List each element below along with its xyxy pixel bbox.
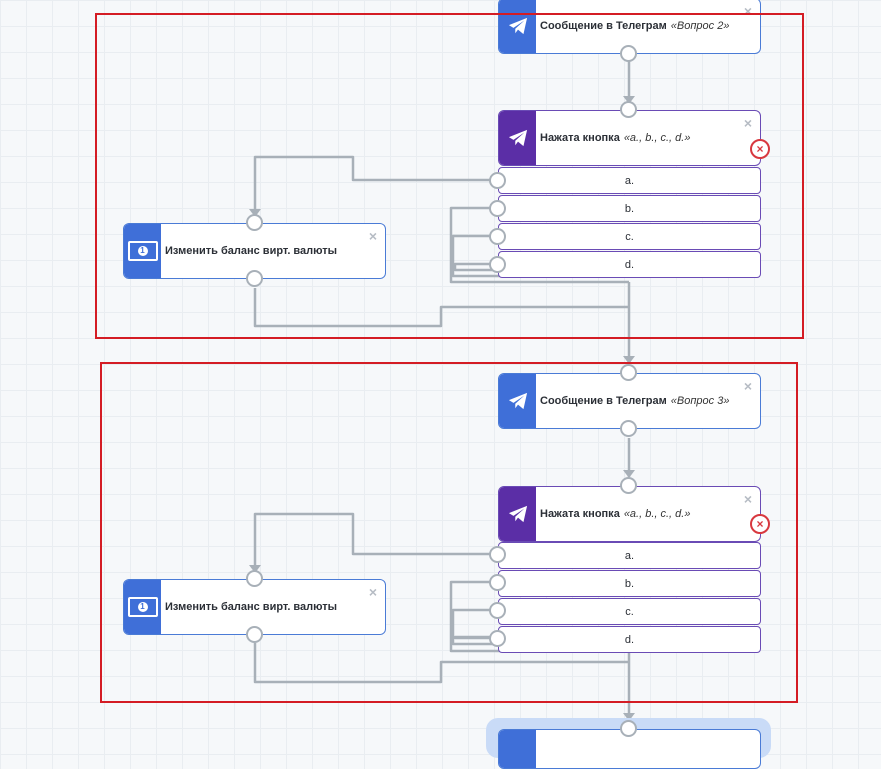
- port-input-buttons-2[interactable]: [620, 477, 637, 494]
- close-icon[interactable]: ×: [743, 378, 752, 394]
- port-option-b[interactable]: [489, 574, 506, 591]
- node-title: Нажата кнопка «a., b., c., d.»: [540, 111, 738, 165]
- telegram-stripe: [499, 487, 536, 541]
- port-option-d[interactable]: [489, 630, 506, 647]
- port-input-next[interactable]: [620, 720, 637, 737]
- coin-symbol: 1: [137, 602, 148, 612]
- money-bill-icon: 1: [127, 597, 158, 617]
- node-title-text: Сообщение в Телеграм: [540, 395, 667, 407]
- button-option-c[interactable]: c.: [498, 223, 761, 250]
- wire-balance-to-msg3: [253, 288, 629, 328]
- node-subtitle: «a., b., c., d.»: [623, 508, 691, 520]
- error-circle-icon[interactable]: ×: [750, 139, 770, 159]
- button-option-d[interactable]: d.: [498, 626, 761, 653]
- node-subtitle: «a., b., c., d.»: [623, 132, 691, 144]
- coin-symbol: 1: [137, 246, 148, 256]
- port-input-buttons-1[interactable]: [620, 101, 637, 118]
- close-icon[interactable]: ×: [743, 3, 752, 19]
- telegram-stripe: [499, 111, 536, 165]
- port-input-msg3[interactable]: [620, 364, 637, 381]
- port-option-d[interactable]: [489, 256, 506, 273]
- telegram-stripe: [499, 0, 536, 53]
- node-button-pressed-2[interactable]: Нажата кнопка «a., b., c., d.» ×: [498, 486, 761, 542]
- port-output-msg2[interactable]: [620, 45, 637, 62]
- node-title-text: Изменить баланс вирт. валюты: [165, 601, 338, 613]
- node-button-pressed-1[interactable]: Нажата кнопка «a., b., c., d.» ×: [498, 110, 761, 166]
- arrow-head: [623, 356, 635, 364]
- telegram-plane-icon: [508, 129, 527, 147]
- node-subtitle: «Вопрос 2»: [670, 20, 730, 32]
- button-option-b[interactable]: b.: [498, 570, 761, 597]
- close-icon[interactable]: ×: [743, 115, 752, 131]
- node-telegram-message-3[interactable]: Сообщение в Телеграм «Вопрос 3» ×: [498, 373, 761, 429]
- port-option-a[interactable]: [489, 172, 506, 189]
- wire-option-a-to-balance: [253, 155, 498, 214]
- close-icon[interactable]: ×: [368, 584, 377, 600]
- balance-stripe: 1: [124, 580, 161, 634]
- port-option-c[interactable]: [489, 602, 506, 619]
- telegram-plane-icon: [508, 17, 527, 35]
- button-option-d[interactable]: d.: [498, 251, 761, 278]
- node-title-text: Сообщение в Телеграм: [540, 20, 667, 32]
- money-bill-icon: 1: [127, 241, 158, 261]
- close-icon[interactable]: ×: [743, 491, 752, 507]
- port-output-balance-1[interactable]: [246, 270, 263, 287]
- port-input-balance-2[interactable]: [246, 570, 263, 587]
- error-circle-icon[interactable]: ×: [750, 514, 770, 534]
- port-output-msg3[interactable]: [620, 420, 637, 437]
- node-title: Изменить баланс вирт. валюты: [165, 224, 363, 278]
- telegram-stripe: [499, 374, 536, 428]
- port-option-b[interactable]: [489, 200, 506, 217]
- button-option-b[interactable]: b.: [498, 195, 761, 222]
- node-title: Нажата кнопка «a., b., c., d.»: [540, 487, 738, 541]
- node-title: Сообщение в Телеграм «Вопрос 2»: [540, 0, 738, 53]
- balance-stripe: 1: [124, 224, 161, 278]
- button-option-a[interactable]: a.: [498, 542, 761, 569]
- button-option-c[interactable]: c.: [498, 598, 761, 625]
- node-title-text: Нажата кнопка: [540, 508, 620, 520]
- port-output-balance-2[interactable]: [246, 626, 263, 643]
- node-title-text: Изменить баланс вирт. валюты: [165, 245, 338, 257]
- close-icon[interactable]: ×: [368, 228, 377, 244]
- telegram-stripe: [499, 730, 536, 768]
- telegram-plane-icon: [508, 505, 527, 523]
- port-option-c[interactable]: [489, 228, 506, 245]
- wire-option-a-to-balance-2: [253, 512, 498, 571]
- node-title-text: Нажата кнопка: [540, 132, 620, 144]
- port-option-a[interactable]: [489, 546, 506, 563]
- node-change-balance-1[interactable]: 1 Изменить баланс вирт. валюты ×: [123, 223, 386, 279]
- node-subtitle: «Вопрос 3»: [670, 395, 730, 407]
- node-title: Изменить баланс вирт. валюты: [165, 580, 363, 634]
- node-title: Сообщение в Телеграм «Вопрос 3»: [540, 374, 738, 428]
- telegram-plane-icon: [508, 392, 527, 410]
- button-option-a[interactable]: a.: [498, 167, 761, 194]
- port-input-balance-1[interactable]: [246, 214, 263, 231]
